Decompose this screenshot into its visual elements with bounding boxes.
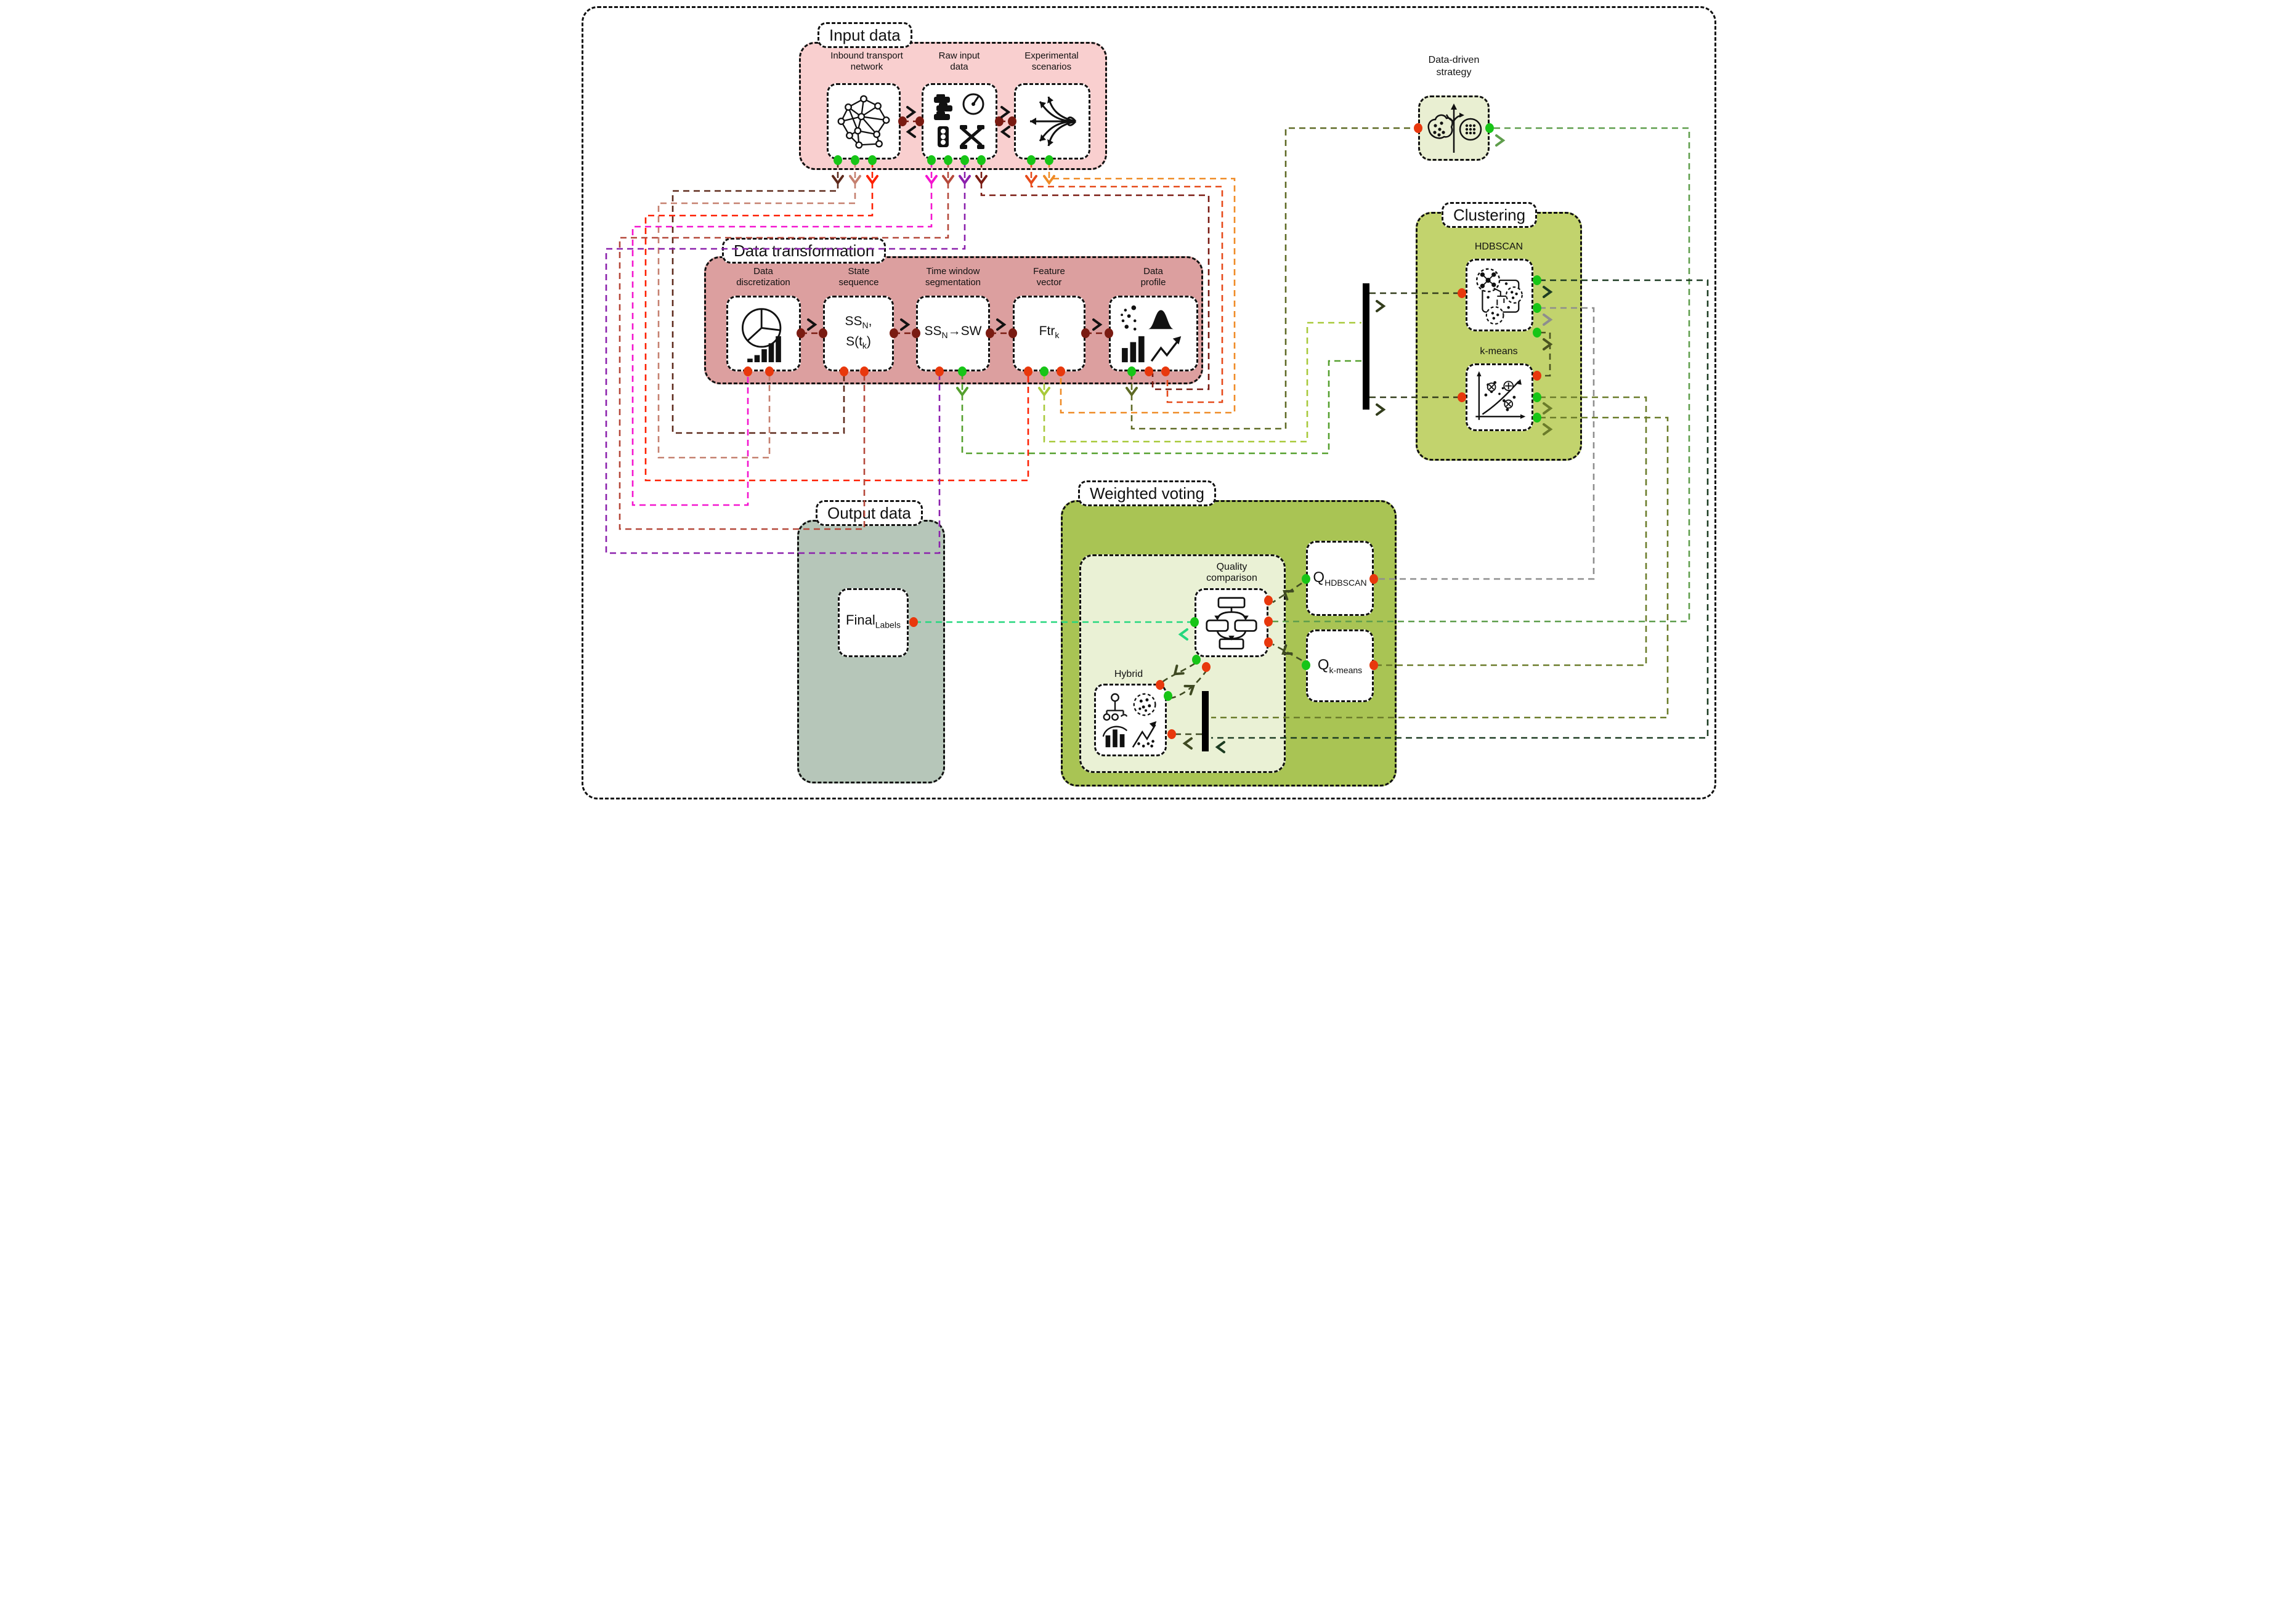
state-seq-label: State sequence — [838, 266, 879, 288]
clustering-title: Clustering — [1442, 202, 1538, 228]
discretization-label: Data discretization — [736, 266, 790, 288]
weighted-voting-title: Weighted voting — [1078, 480, 1216, 506]
network-graph-icon — [837, 95, 890, 149]
strategy-icon — [1427, 103, 1482, 153]
raw-input-label: Raw input data — [938, 51, 980, 72]
data-profile-label: Data profile — [1140, 266, 1166, 288]
feature-vector-label: Feature vector — [1033, 266, 1065, 288]
hybrid-icon — [1102, 693, 1157, 748]
scenarios-label: Experimental scenarios — [1024, 51, 1079, 72]
final-labels-box: FinalLabels — [838, 588, 909, 657]
flowchart-icon — [1206, 597, 1257, 650]
input-data-title-text: Input data — [829, 26, 901, 44]
traffic-data-icon — [933, 93, 984, 149]
hybrid-label: Hybrid — [1114, 669, 1143, 679]
scenario-fanout-icon — [1030, 96, 1077, 147]
network-label: Inbound transport network — [830, 51, 903, 72]
hdbscan-label: HDBSCAN — [1474, 241, 1523, 252]
q-hdbscan-box: QHDBSCAN — [1306, 541, 1374, 616]
page-border — [582, 6, 1716, 799]
input-data-title: Input data — [817, 22, 912, 48]
hdbscan-box — [1466, 259, 1533, 331]
data-profile-icon — [1120, 305, 1181, 362]
hdbscan-icon — [1476, 268, 1523, 325]
discretization-box — [726, 296, 801, 371]
time-window-label: Time window segmentation — [925, 266, 981, 288]
kmeans-box — [1466, 363, 1533, 431]
data-profile-box — [1109, 296, 1198, 371]
scenarios-box — [1014, 83, 1090, 160]
kmeans-icon — [1475, 371, 1526, 420]
feature-vector-formula: Ftrk — [1039, 324, 1060, 341]
pie-bars-icon — [741, 307, 781, 362]
quality-comparison-box — [1195, 588, 1268, 657]
time-window-box: SSN→SW — [916, 296, 990, 371]
raw-input-box — [922, 83, 997, 160]
feature-vector-box: Ftrk — [1013, 296, 1085, 371]
quality-comparison-label: Quality comparison — [1206, 562, 1257, 583]
output-data-title: Output data — [816, 500, 923, 526]
kmeans-label: k-means — [1480, 346, 1518, 357]
transformation-title: Data transformation — [722, 238, 886, 264]
q-kmeans-text: Qk-means — [1317, 657, 1363, 675]
q-hdbscan-text: QHDBSCAN — [1313, 569, 1367, 588]
strategy-label: Data-driven strategy — [1428, 55, 1480, 78]
hybrid-box — [1094, 684, 1167, 756]
time-window-formula: SSN→SW — [924, 324, 982, 341]
state-seq-formula: SSN, S(tk) — [845, 314, 872, 350]
network-box — [827, 83, 901, 160]
state-seq-box: SSN, S(tk) — [823, 296, 894, 371]
pipeline-diagram: Input data Inbound transport network Raw… — [574, 0, 1722, 805]
q-kmeans-box: Qk-means — [1306, 629, 1374, 702]
final-labels-text: FinalLabels — [846, 612, 901, 630]
